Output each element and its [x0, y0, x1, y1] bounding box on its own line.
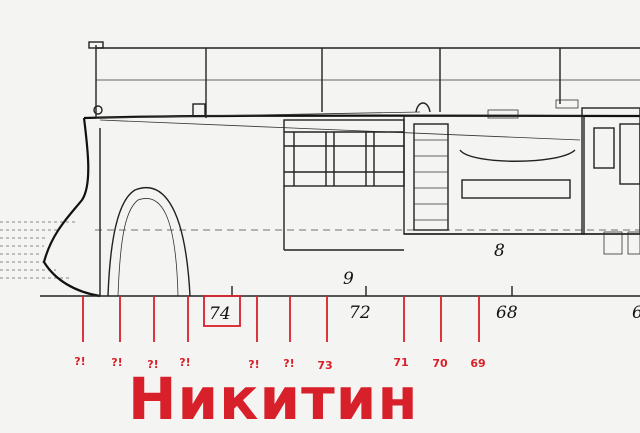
hull-numbers: 9 8 — [343, 241, 505, 289]
marker-label: 69 — [470, 357, 485, 370]
superstructure — [283, 99, 640, 255]
frame-number-6: 6 — [632, 303, 640, 323]
marker-label: ?! — [179, 356, 190, 369]
compartment-number-9: 9 — [343, 269, 354, 289]
ship-drawing: 9 8 74 72 68 6 ?! ?! ?! ?! ?! ?! 73 71 7… — [0, 41, 640, 372]
marker-label: 70 — [432, 357, 448, 370]
marker-label: ?! — [283, 357, 294, 370]
frame-markers — [82, 296, 480, 342]
marker-label: ?! — [111, 356, 122, 369]
frame-number-74: 74 — [209, 304, 231, 324]
frame-number-72: 72 — [349, 303, 371, 323]
marker-label: 71 — [393, 356, 408, 369]
frame-74-box — [203, 295, 241, 327]
hull-bow — [42, 117, 191, 298]
marker-label: 73 — [317, 359, 332, 372]
compartment-number-8: 8 — [494, 241, 505, 261]
water-lines — [0, 221, 640, 279]
baseline — [40, 286, 640, 297]
marker-label: ?! — [147, 358, 158, 371]
marker-label: ?! — [248, 358, 259, 371]
frame-marker-labels: ?! ?! ?! ?! ?! ?! 73 71 70 69 — [74, 355, 485, 372]
marker-label: ?! — [74, 355, 85, 368]
page-title: Никитин — [128, 365, 419, 433]
deck-rigging — [83, 41, 640, 141]
frame-numbers: 74 72 68 6 — [209, 303, 640, 324]
frame-number-68: 68 — [496, 303, 518, 323]
